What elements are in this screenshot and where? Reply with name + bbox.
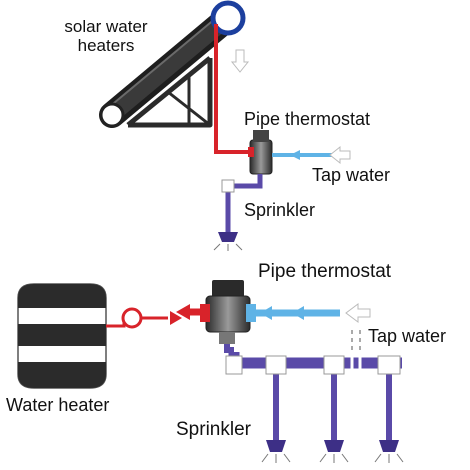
flow-arrow-icon (329, 145, 351, 165)
pump-icon (121, 307, 143, 329)
collector-inlet (99, 102, 125, 128)
top-tap-water-label: Tap water (312, 165, 391, 185)
solar-heater-label-line2: heaters (77, 35, 135, 55)
bottom-sprinkler-label: Sprinkler (176, 419, 251, 440)
bottom-mixed-pipe (224, 344, 402, 440)
top-sprinkler-label: Sprinkler (244, 200, 316, 220)
bottom-thermostat (200, 280, 256, 344)
flow-arrow-icon (230, 49, 250, 73)
water-heater-tank (17, 283, 107, 389)
top-hot-pipe (214, 24, 250, 154)
bottom-hot-pipe (106, 304, 202, 329)
solar-heater-label: solar water heaters (46, 17, 166, 55)
top-thermostat-label: Pipe thermostat (244, 109, 371, 129)
water-heater-label: Water heater (6, 395, 110, 415)
bottom-tap-water-label: Tap water (368, 326, 447, 346)
top-mixed-pipe (221, 174, 263, 232)
sprinkler-head (319, 440, 349, 463)
solar-heater-label-line1: solar water (64, 17, 148, 36)
top-thermostat (248, 130, 273, 175)
bottom-thermostat-label: Pipe thermostat (258, 261, 392, 282)
flow-arrow-icon (345, 303, 371, 323)
solar-collector (99, 0, 246, 128)
top-sprinkler-head (213, 232, 243, 251)
collector-outlet (210, 0, 246, 36)
sprinkler-head (374, 440, 404, 463)
collector-stand (126, 56, 213, 128)
sprinkler-head (261, 440, 291, 463)
top-cold-pipe (272, 145, 351, 165)
